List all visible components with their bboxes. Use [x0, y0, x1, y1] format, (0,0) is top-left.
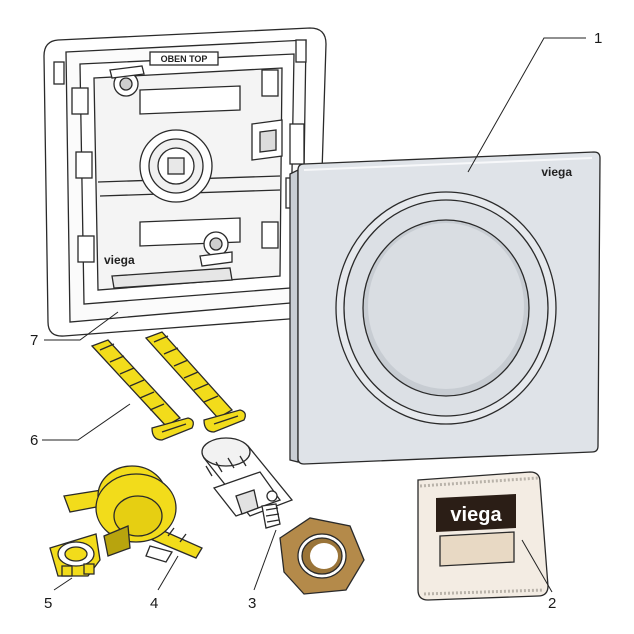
callout-numbers: 1 2 3 4 5 6 7 [30, 30, 602, 612]
leader-6 [42, 403, 131, 441]
flush-plate: viega [289, 151, 601, 465]
flush-button [335, 191, 557, 425]
leader-3 [253, 529, 277, 591]
wall-anchor-pair [90, 331, 246, 441]
grease-packet: viega [417, 471, 549, 601]
leader-lines [42, 37, 586, 593]
plate-brand-label: viega [541, 165, 572, 179]
callout-5: 5 [44, 595, 52, 612]
mounting-frame: OBEN TOP viega [43, 27, 327, 337]
bronze-nut [279, 517, 365, 595]
frame-bottom-clamp [199, 231, 233, 267]
leader-7 [44, 311, 119, 341]
leader-5 [53, 577, 73, 591]
leader-4 [157, 555, 179, 591]
callout-1: 1 [594, 30, 602, 47]
frame-stamp-text: OBEN TOP [161, 54, 208, 64]
wall-anchor-right [144, 331, 246, 433]
wall-anchor-left [90, 339, 194, 441]
callout-4: 4 [150, 595, 158, 612]
leader-2 [521, 539, 553, 593]
callout-6: 6 [30, 432, 38, 449]
actuator-cartridge [201, 437, 294, 529]
frame-brand-label: viega [104, 253, 135, 267]
leader-1 [467, 37, 586, 173]
callout-7: 7 [30, 332, 38, 349]
frame-clip-slots [71, 69, 305, 263]
frame-center-boss [139, 129, 213, 203]
frame-top-clamp [109, 65, 145, 97]
small-clip [49, 533, 101, 577]
packet-brand-label: viega [450, 504, 502, 526]
callout-3: 3 [248, 595, 256, 612]
callout-2: 2 [548, 595, 556, 612]
yellow-cap-assembly [63, 465, 203, 563]
